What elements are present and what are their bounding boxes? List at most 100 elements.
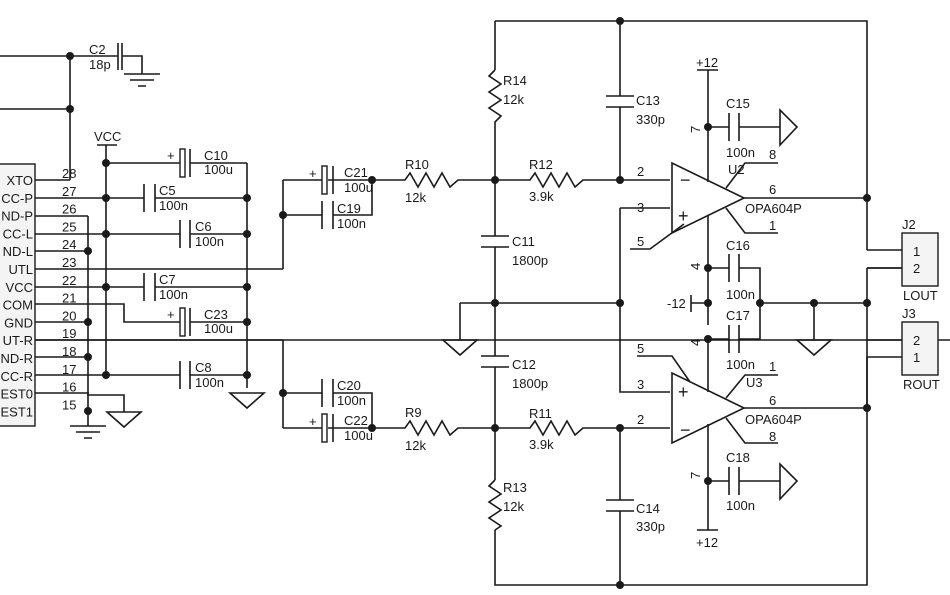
junction <box>66 52 74 60</box>
ic-pin-name: XTO <box>7 173 34 188</box>
junction <box>368 424 376 432</box>
c16-ref: C16 <box>726 238 750 253</box>
vcc-rail <box>97 144 117 376</box>
ic-pin-name: ND-R <box>1 351 34 366</box>
ic-pin-number: 20 <box>62 308 76 323</box>
c2-ref: C2 <box>89 42 106 57</box>
junction <box>102 159 110 167</box>
u3-pin5: 5 <box>637 341 644 356</box>
u2-wires <box>630 197 867 250</box>
output-connectors: J2 1 2 LOUT J3 2 1 ROUT <box>866 217 940 408</box>
c10-ref: C10 <box>204 148 228 163</box>
u2-pin7: 7 <box>688 126 703 133</box>
u3-pin2: 2 <box>637 412 644 427</box>
decoupling-network: VCC + C10 100u C5 100n C6 100n C7 100n +… <box>35 129 950 439</box>
junction <box>243 283 251 291</box>
u2-pin6: 6 <box>769 182 776 197</box>
c12-ref: C12 <box>512 357 536 372</box>
c8-symbol <box>179 361 247 389</box>
r11-value: 3.9k <box>529 437 554 452</box>
c14-value: 330p <box>636 519 665 534</box>
c23-value: 100u <box>204 321 233 336</box>
c14-ref: C14 <box>636 501 660 516</box>
junctions <box>84 159 251 415</box>
r12-symbol <box>495 171 670 189</box>
c21-plate <box>321 165 328 195</box>
u2-plus: + <box>678 206 689 226</box>
u2-pin2: 2 <box>637 164 644 179</box>
c8-ref: C8 <box>195 360 212 375</box>
u2-pin8: 8 <box>769 147 776 162</box>
c10-plate <box>179 148 186 178</box>
c15-value: 100n <box>726 145 755 160</box>
u3-wires <box>637 339 867 531</box>
negative-supply: -12 4 4 C16 100n C17 100n <box>667 238 867 372</box>
ic-pin-name: COM <box>3 298 33 313</box>
u2-minus: − <box>680 170 691 190</box>
junction <box>863 299 871 307</box>
u3-pin6: 6 <box>769 393 776 408</box>
c21-ref: C21 <box>344 165 368 180</box>
r10-ref: R10 <box>405 157 429 172</box>
c14-symbol <box>606 428 634 585</box>
junction <box>84 247 92 255</box>
u3-pin1: 1 <box>769 359 776 374</box>
c19-value: 100n <box>337 216 366 231</box>
ic-pin-name: ND-L <box>3 244 33 259</box>
junction <box>84 407 92 415</box>
c6-symbol <box>179 220 247 248</box>
junction <box>616 17 624 25</box>
junction <box>810 299 818 307</box>
j3-name: ROUT <box>903 377 940 392</box>
c7-value: 100n <box>159 287 188 302</box>
u2-part: OPA604P <box>745 201 802 216</box>
ic-pin-name: ND-P <box>1 209 33 224</box>
c20-value: 100n <box>337 393 366 408</box>
c18-ref: C18 <box>726 450 750 465</box>
ic-pin-name: UT-R <box>3 333 33 348</box>
u3-plus: + <box>678 382 689 402</box>
ic-pin-number: 26 <box>62 202 76 217</box>
crystal-net: C2 18p <box>0 42 160 181</box>
ic-pin-name: CC-P <box>1 191 33 206</box>
junction <box>243 318 251 326</box>
ic-pin-number: 19 <box>62 326 76 341</box>
j2-pin-b: 2 <box>913 261 920 276</box>
c10-value: 100u <box>204 162 233 177</box>
ic-pin-number: 21 <box>62 291 76 306</box>
r11-symbol <box>495 419 670 437</box>
c5-ref: C5 <box>159 183 176 198</box>
c23-plate <box>189 308 247 336</box>
u3-ref: U3 <box>746 375 763 390</box>
c22-plate <box>321 413 328 443</box>
ic-pin-name: EST1 <box>0 404 33 419</box>
gnd-wire <box>87 357 125 412</box>
c22-ref: C22 <box>344 413 368 428</box>
junction <box>616 176 624 184</box>
u3-plus12-label: +12 <box>696 535 718 550</box>
ic-pin-name: CC-R <box>1 369 34 384</box>
c21-plus: + <box>309 166 317 181</box>
c6-value: 100n <box>195 234 224 249</box>
ground-icon <box>794 303 834 357</box>
c15-symbol <box>708 113 780 141</box>
ground-icon <box>779 462 799 502</box>
junction <box>491 176 499 184</box>
u2-pin8-wire <box>725 162 778 189</box>
junction <box>704 335 712 343</box>
junction <box>66 105 74 113</box>
c16-c17-wires <box>690 254 867 353</box>
junction <box>102 194 110 202</box>
u2-pin1: 1 <box>769 218 776 233</box>
r12-value: 3.9k <box>529 189 554 204</box>
input-coupling: + C21 100u C19 100n + C20 100n C22 100u <box>282 165 373 443</box>
c2-value: 18p <box>89 57 111 72</box>
junction <box>491 424 499 432</box>
junction <box>616 299 624 307</box>
ic-pin-name: GND <box>4 315 33 330</box>
c22-plus: + <box>309 414 317 429</box>
u3-minus: − <box>680 420 691 440</box>
junction <box>243 230 251 238</box>
u2-plus12-label: +12 <box>696 55 718 70</box>
